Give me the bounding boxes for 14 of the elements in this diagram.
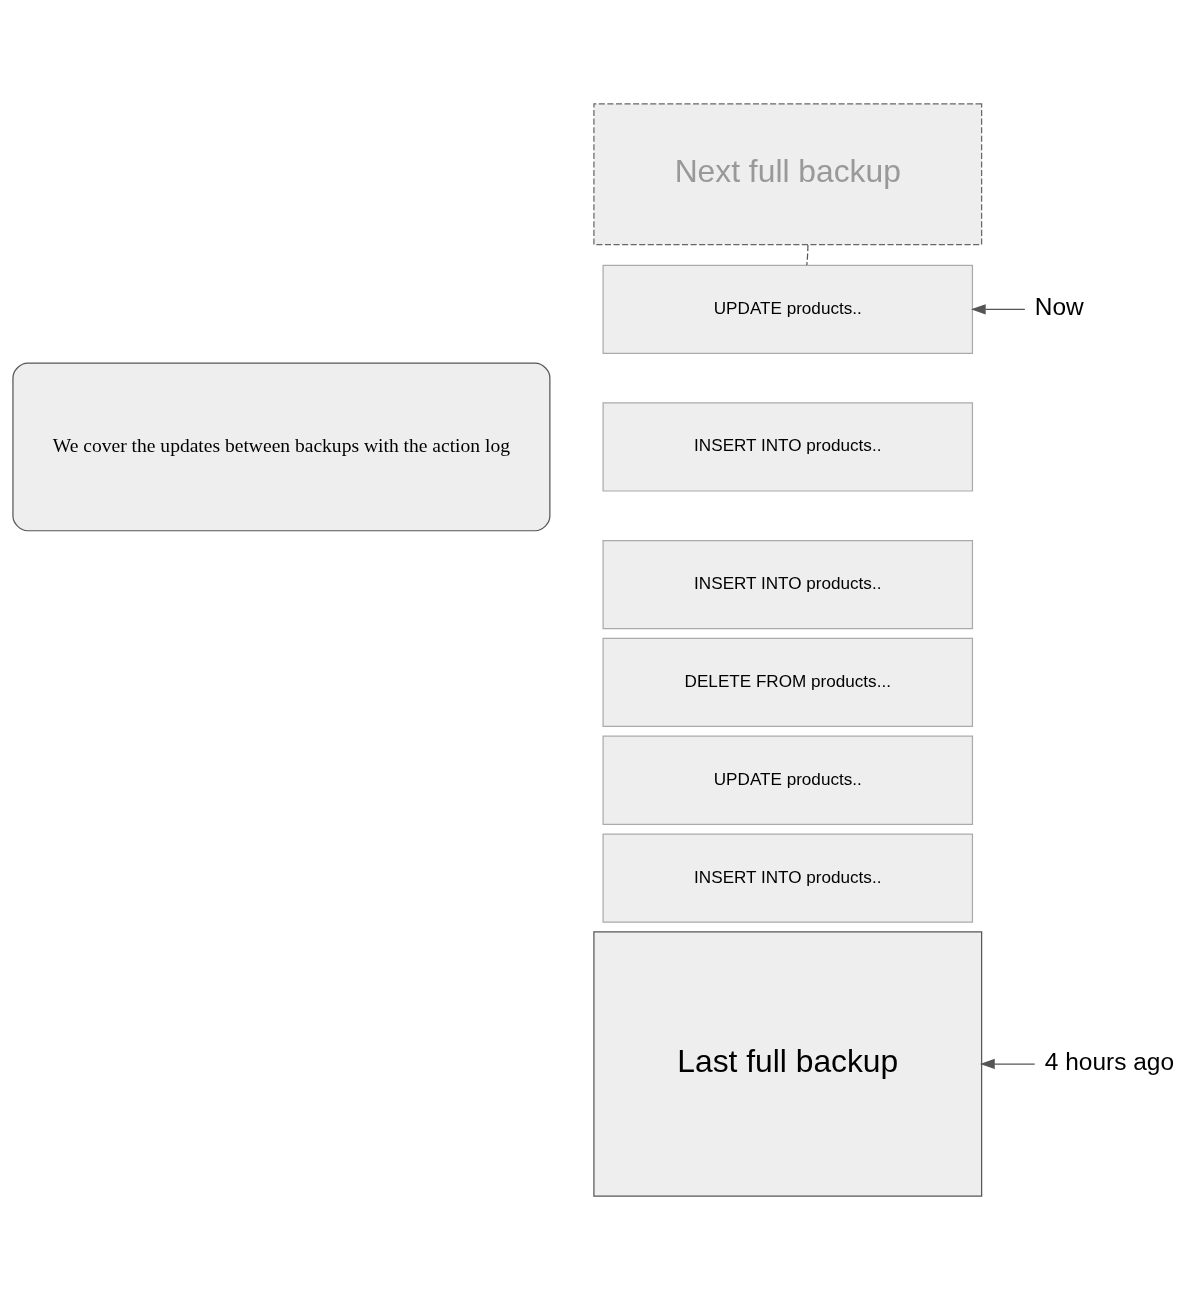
node-text: Now bbox=[1034, 292, 1084, 320]
connector bbox=[806, 243, 809, 266]
node-box: INSERT INTO products.. bbox=[602, 832, 974, 923]
node-box: DELETE FROM products... bbox=[602, 637, 974, 727]
arrow bbox=[980, 1058, 1036, 1069]
node-box: We cover the updates between backups with the action log bbox=[12, 362, 551, 531]
node-box: UPDATE products.. bbox=[602, 735, 974, 825]
node-text: 4 hours ago bbox=[1044, 1047, 1175, 1075]
node-box: Next full backup bbox=[593, 102, 983, 245]
node-box: UPDATE products.. bbox=[602, 264, 974, 354]
node-box: INSERT INTO products.. bbox=[602, 539, 974, 629]
arrow bbox=[971, 303, 1026, 314]
node-box: INSERT INTO products.. bbox=[602, 401, 974, 492]
node-box: Last full backup bbox=[593, 930, 983, 1197]
